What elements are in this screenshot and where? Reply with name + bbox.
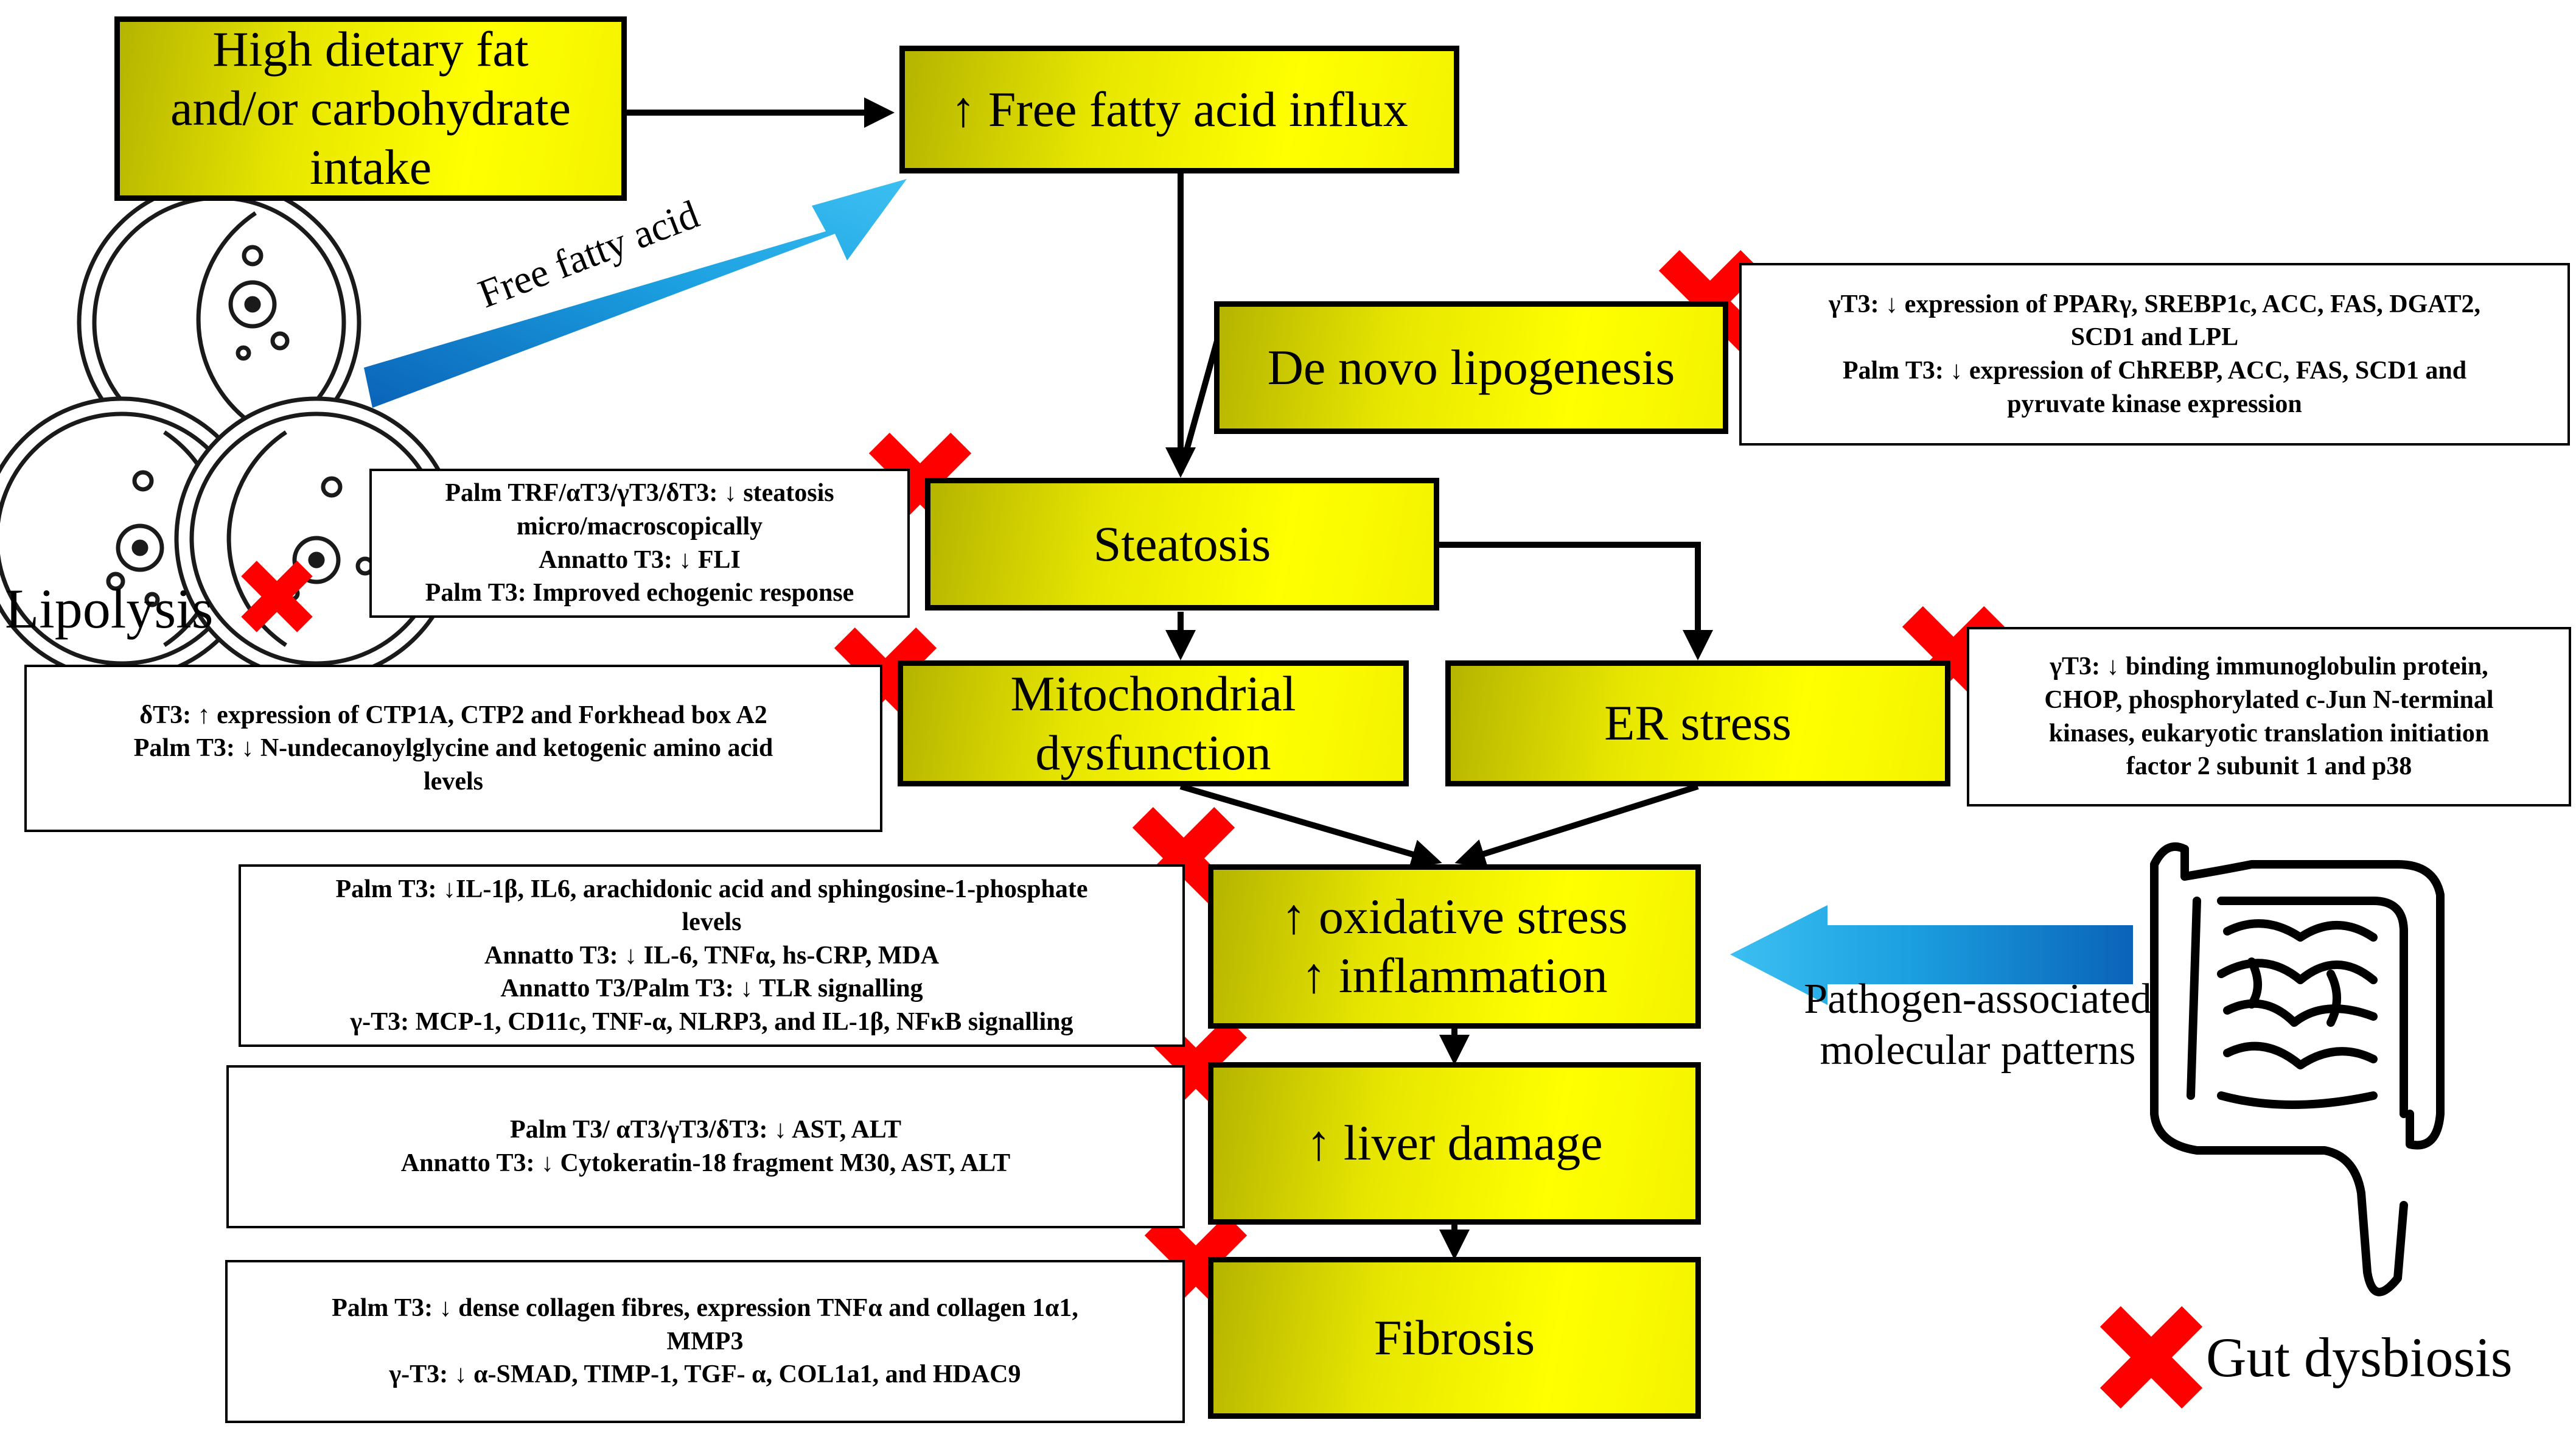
arrow-er-to-oxidative bbox=[1454, 783, 1699, 869]
arrow-steatosis-to-er bbox=[1439, 542, 1713, 660]
evidence-line: Palm T3: ↓ expression of ChREBP, ACC, FA… bbox=[1842, 357, 2467, 385]
liver-damage-evidence-box: Palm T3/ αT3/γT3/δT3: ↓ AST, ALT Annatto… bbox=[226, 1065, 1185, 1228]
evidence-line: levels bbox=[682, 908, 742, 937]
mitochondrial-dysfunction-label: Mitochondrial dysfunction bbox=[1010, 665, 1296, 780]
fibrosis-label: Fibrosis bbox=[1374, 1309, 1535, 1365]
mitochondrial-dysfunction-box: Mitochondrial dysfunction bbox=[898, 660, 1409, 786]
steatosis-label: Steatosis bbox=[1093, 516, 1271, 572]
evidence-line: Annatto T3: ↓ IL-6, TNFα, hs-CRP, MDA bbox=[484, 941, 940, 970]
oxidative-inflammation-box: ↑ oxidative stress ↑ inflammation bbox=[1208, 864, 1701, 1029]
red-cross-icon bbox=[241, 561, 313, 632]
evidence-line: kinases, eukaryotic translation initiati… bbox=[2048, 719, 2490, 747]
evidence-line: γ-T3: MCP-1, CD11c, TNF-α, NLRP3, and IL… bbox=[350, 1007, 1073, 1036]
ffa-influx-label: ↑ Free fatty acid influx bbox=[951, 81, 1408, 137]
free-fatty-acid-label: Free fatty acid bbox=[472, 192, 705, 317]
steatosis-box: Steatosis bbox=[925, 478, 1439, 611]
liver-damage-box: ↑ liver damage bbox=[1208, 1062, 1701, 1225]
ffa-influx-box: ↑ Free fatty acid influx bbox=[899, 46, 1459, 173]
evidence-line: SCD1 and LPL bbox=[2070, 323, 2239, 352]
evidence-line: pyruvate kinase expression bbox=[2007, 390, 2302, 418]
de-novo-lipogenesis-box: De novo lipogenesis bbox=[1214, 301, 1728, 434]
lipolysis-label: Lipolysis bbox=[5, 578, 214, 640]
arrow-denovo-to-steatosis bbox=[1178, 340, 1220, 473]
evidence-line: Palm T3/ αT3/γT3/δT3: ↓ AST, ALT bbox=[510, 1116, 901, 1144]
intestine-icon bbox=[2150, 842, 2445, 1296]
pamps-label: Pathogen-associated molecular patterns bbox=[1804, 976, 2152, 1074]
oxidative-stress-label: ↑ oxidative stress bbox=[1281, 889, 1628, 945]
er-stress-box: ER stress bbox=[1445, 660, 1950, 786]
evidence-line: Palm T3: ↓ N-undecanoylglycine and ketog… bbox=[133, 734, 773, 763]
blue-arrow-icon bbox=[364, 179, 907, 408]
inflammation-evidence-box: Palm T3: ↓IL-1β, IL6, arachidonic acid a… bbox=[239, 864, 1185, 1047]
high-dietary-intake-box: High dietary fat and/or carbohydrate int… bbox=[114, 16, 627, 201]
evidence-line: δT3: ↑ expression of CTP1A, CTP2 and For… bbox=[139, 701, 767, 729]
inflammation-label: ↑ inflammation bbox=[1301, 948, 1608, 1003]
evidence-line: Palm TRF/αT3/γT3/δT3: ↓ steatosis bbox=[445, 479, 834, 508]
de-novo-lipogenesis-label: De novo lipogenesis bbox=[1267, 339, 1675, 395]
blue-arrow-icon bbox=[1730, 905, 2133, 1005]
evidence-line: Annatto T3: ↓ FLI bbox=[539, 545, 741, 574]
evidence-line: micro/macroscopically bbox=[516, 512, 763, 541]
evidence-line: Palm T3: ↓ dense collagen fibres, expres… bbox=[332, 1294, 1078, 1323]
red-cross-icon bbox=[2100, 1306, 2203, 1409]
arrow-mito-to-oxidative bbox=[1179, 783, 1442, 869]
evidence-line: γT3: ↓ expression of PPARγ, SREBP1c, ACC… bbox=[1828, 290, 2481, 318]
er-stress-evidence-box: γT3: ↓ binding immunoglobulin protein, C… bbox=[1967, 627, 2571, 806]
evidence-line: CHOP, phosphorylated c-Jun N-terminal bbox=[2044, 685, 2494, 714]
evidence-line: γ-T3: ↓ α-SMAD, TIMP-1, TGF- α, COL1a1, … bbox=[389, 1360, 1021, 1389]
fibrosis-evidence-box: Palm T3: ↓ dense collagen fibres, expres… bbox=[225, 1260, 1185, 1423]
evidence-line: factor 2 subunit 1 and p38 bbox=[2126, 752, 2412, 781]
er-stress-label: ER stress bbox=[1604, 695, 1792, 751]
liver-damage-label: ↑ liver damage bbox=[1306, 1115, 1603, 1171]
evidence-line: Palm T3: ↓IL-1β, IL6, arachidonic acid a… bbox=[335, 875, 1088, 903]
evidence-line: Annatto T3/Palm T3: ↓ TLR signalling bbox=[500, 974, 923, 1003]
evidence-line: MMP3 bbox=[666, 1327, 744, 1356]
high-dietary-intake-label: High dietary fat and/or carbohydrate int… bbox=[170, 21, 571, 195]
evidence-line: γT3: ↓ binding immunoglobulin protein, bbox=[2050, 653, 2488, 681]
evidence-line: Palm T3: Improved echogenic response bbox=[425, 579, 854, 607]
evidence-line: Annatto T3: ↓ Cytokeratin-18 fragment M3… bbox=[400, 1149, 1011, 1177]
fibrosis-box: Fibrosis bbox=[1208, 1257, 1701, 1419]
evidence-line: levels bbox=[424, 767, 483, 796]
gut-dysbiosis-label: Gut dysbiosis bbox=[2206, 1326, 2513, 1388]
de-novo-evidence-box: γT3: ↓ expression of PPARγ, SREBP1c, ACC… bbox=[1739, 263, 2570, 446]
mitochondrial-evidence-box: δT3: ↑ expression of CTP1A, CTP2 and For… bbox=[24, 665, 882, 832]
steatosis-evidence-box: Palm TRF/αT3/γT3/δT3: ↓ steatosis micro/… bbox=[369, 469, 910, 618]
